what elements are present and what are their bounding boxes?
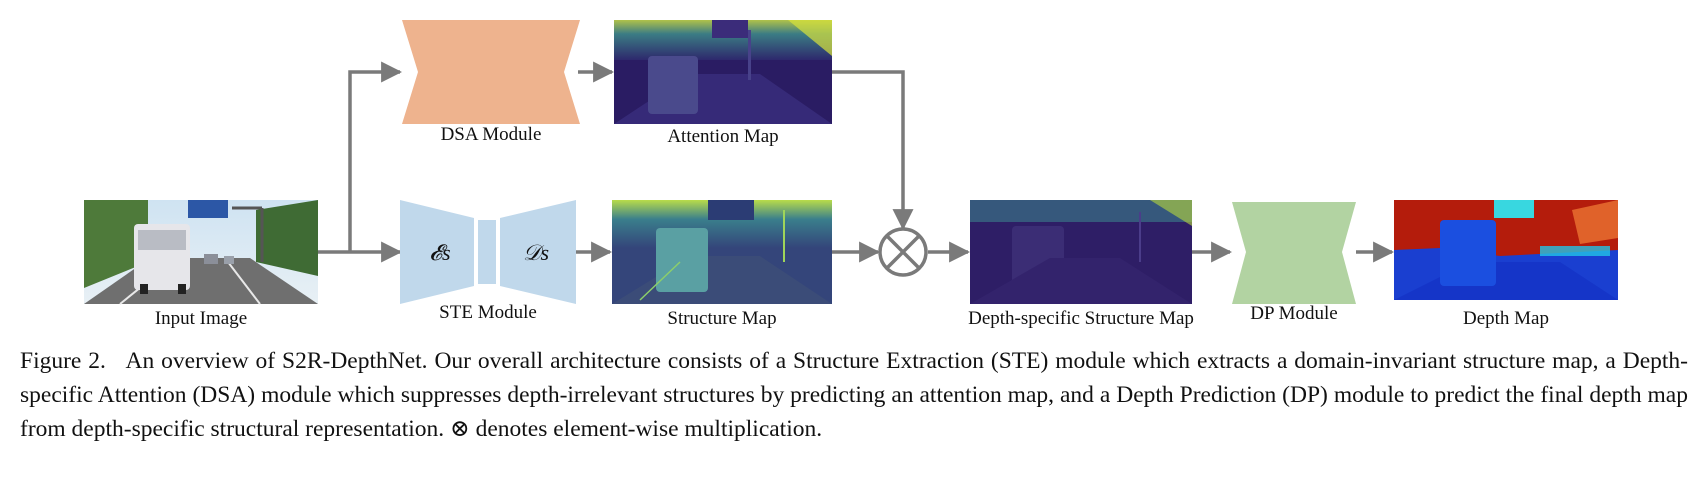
ste-module-shape (400, 200, 576, 304)
arrow-attention-to-multiply (832, 70, 914, 231)
input-image (84, 200, 318, 305)
caption-text: An overview of S2R-DepthNet. Our overall… (20, 348, 1689, 442)
attention-map-image (614, 20, 832, 124)
label-decoder-symbol: 𝒟s (522, 240, 550, 265)
label-dsa-module: DSA Module (440, 124, 542, 145)
figure-caption: Figure 2. An overview of S2R-DepthNet. O… (20, 344, 1688, 446)
arrow-branch-to-dsa (348, 61, 403, 252)
caption-figure-number: Figure 2. (20, 348, 106, 374)
depth-map-image (1394, 200, 1618, 300)
dp-module-shape (1232, 202, 1356, 304)
label-dp-module: DP Module (1250, 303, 1338, 324)
label-input-image: Input Image (154, 308, 248, 329)
structure-map-image (612, 200, 832, 304)
depth-specific-structure-map-image (970, 200, 1192, 304)
label-depth-map: Depth Map (1462, 308, 1549, 329)
label-attention-map: Attention Map (667, 126, 779, 147)
dsa-module-shape (402, 20, 580, 124)
connectors (318, 61, 1395, 263)
label-ste-module: STE Module (439, 302, 537, 323)
label-encoder-symbol: 𝓔s (429, 240, 451, 265)
label-depth-specific-structure-map: Depth-specific Structure Map (968, 308, 1194, 329)
multiply-symbol (878, 227, 928, 277)
label-structure-map: Structure Map (667, 308, 777, 329)
architecture-diagram: Input Image DSA Module Attention Map STE… (84, 20, 1618, 329)
